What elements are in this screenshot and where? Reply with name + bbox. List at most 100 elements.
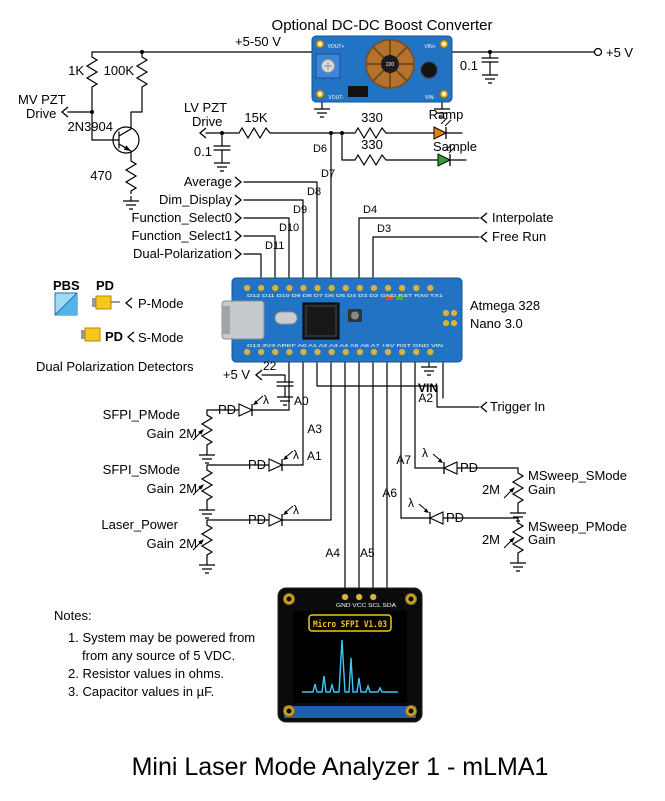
passive-components: [61, 50, 524, 559]
resistor-330b-label: 330: [361, 137, 383, 152]
pin-a0-label: A0: [294, 394, 309, 408]
sfpi-pmode-pot: 2M: [179, 426, 197, 441]
oled-screen: [293, 611, 407, 703]
pin-d6-label: D6: [313, 143, 327, 155]
pin-a1-label: A1: [307, 449, 322, 463]
trigger-in-label: Trigger In: [490, 399, 545, 414]
boost-cap-label: 0.1: [460, 58, 478, 73]
tx-led: [386, 296, 393, 300]
boost-out-voltage: +5-50 V: [235, 34, 281, 49]
pin-d4-label: D4: [363, 204, 377, 216]
p-mode-label: P-Mode: [138, 296, 184, 311]
msweep-pmode-pot: 2M: [482, 532, 500, 547]
cap-22-label: 22: [263, 359, 277, 373]
lv-pzt-arrow: [199, 127, 207, 139]
schematic-wires: [67, 47, 603, 595]
pd1-label: PD: [96, 278, 114, 293]
sample-led: [437, 144, 456, 167]
oled-title-box: [308, 614, 392, 632]
mv-pzt-label-2: Drive: [26, 106, 56, 121]
plus5-under-board-label: +5 V: [223, 367, 250, 382]
sfpi-smode-label: SFPI_SMode: [103, 462, 180, 477]
pbs-cube: [54, 292, 78, 316]
msweep-pmode-pd: PD: [446, 510, 464, 525]
mv-pzt-label-1: MV PZT: [18, 92, 66, 107]
labels: Optional DC-DC Boost Converter +5-50 V +…: [18, 17, 633, 781]
msweep-pmode-gain: Gain: [528, 532, 555, 547]
trimpot: [315, 53, 341, 79]
boost-ic: [348, 86, 368, 97]
notes-heading: Notes:: [54, 608, 92, 623]
photodiode-laser-power: [268, 513, 283, 527]
photodetector-s: [81, 327, 101, 342]
plus5-top-label: +5 V: [606, 45, 633, 60]
lv-cap-label: 0.1: [194, 144, 212, 159]
resistor-1k-label: 1K: [68, 63, 84, 78]
rx-led: [396, 296, 403, 300]
nano-name-1: Atmega 328: [470, 298, 540, 313]
msweep-smode-pot: 2M: [482, 482, 500, 497]
pin-a3-label: A3: [307, 422, 322, 436]
dim-display-label: Dim_Display: [159, 192, 232, 207]
s-mode-label: S-Mode: [138, 330, 184, 345]
resistor-470: [125, 157, 137, 195]
plus5-terminal: [593, 47, 603, 57]
pbs-label: PBS: [53, 278, 80, 293]
sfpi-pmode-pd: PD: [218, 402, 236, 417]
plus5-arrow: [255, 369, 263, 381]
lambda-4: λ: [422, 446, 428, 460]
note-2: 2. Resistor values in ohms.: [68, 666, 224, 681]
note-3: 3. Capacitor values in µF.: [68, 684, 214, 699]
lv-pzt-label-2: Drive: [192, 114, 222, 129]
oled-pin-labels: GND VCC SCL SDA: [336, 603, 397, 609]
resistor-330a-label: 330: [361, 110, 383, 125]
mv-pzt-arrow: [61, 106, 69, 118]
sfpi-pmode-label: SFPI_PMode: [103, 407, 180, 422]
pin-a7-label: A7: [396, 453, 411, 467]
mcu-chip: [302, 302, 340, 340]
photodiode-msweep-smode: [443, 461, 458, 475]
p-mode-arrow: [125, 297, 133, 309]
nano-name-2: Nano 3.0: [470, 316, 523, 331]
msweep-smode-label: MSweep_SMode: [528, 468, 627, 483]
sample-label: Sample: [433, 139, 477, 154]
msweep-pmode-label: MSweep_PMode: [528, 519, 627, 534]
pin-a4-label: A4: [325, 546, 340, 560]
note-1b: from any source of 5 VDC.: [82, 648, 235, 663]
interpolate-label: Interpolate: [492, 210, 553, 225]
toroid-marking: 220: [386, 62, 395, 68]
resistor-100k-label: 100K: [104, 63, 135, 78]
resistor-1k: [86, 53, 98, 91]
pin-d10-label: D10: [279, 222, 299, 234]
junction-dots: [90, 50, 492, 135]
photodiode-sfpi-smode: [268, 458, 283, 472]
resistor-15k-label: 15K: [244, 110, 267, 125]
sfpi-smode-pot: 2M: [179, 481, 197, 496]
boost-converter-module: [311, 35, 453, 103]
pin-a2-label: A2: [418, 391, 433, 405]
pin-a5-label: A5: [360, 546, 375, 560]
s-mode-arrow: [127, 331, 135, 343]
ramp-led: [433, 117, 452, 140]
boost-heading: Optional DC-DC Boost Converter: [272, 17, 493, 34]
laser-power-label: Laser_Power: [101, 517, 178, 532]
msweep-smode-pd: PD: [460, 460, 478, 475]
pin-d11-label: D11: [265, 240, 284, 252]
function-select1-label: Function_Select1: [132, 228, 232, 243]
boost-pin-vin-plus: VIN+: [424, 44, 435, 50]
pin-d8-label: D8: [307, 186, 321, 198]
ramp-label: Ramp: [429, 107, 464, 122]
function-select0-label: Function_Select0: [132, 210, 232, 225]
lambda-5: λ: [408, 496, 414, 510]
crystal: [274, 311, 298, 325]
lambda-2: λ: [293, 448, 299, 462]
toroid-inductor: [365, 39, 415, 89]
pin-d7-label: D7: [321, 168, 335, 180]
detectors-caption: Dual Polarization Detectors: [36, 359, 194, 374]
sfpi-smode-gain: Gain: [147, 481, 174, 496]
photodiode-msweep-pmode: [429, 511, 444, 525]
free-run-label: Free Run: [492, 229, 546, 244]
vin-label: VIN: [418, 381, 438, 395]
